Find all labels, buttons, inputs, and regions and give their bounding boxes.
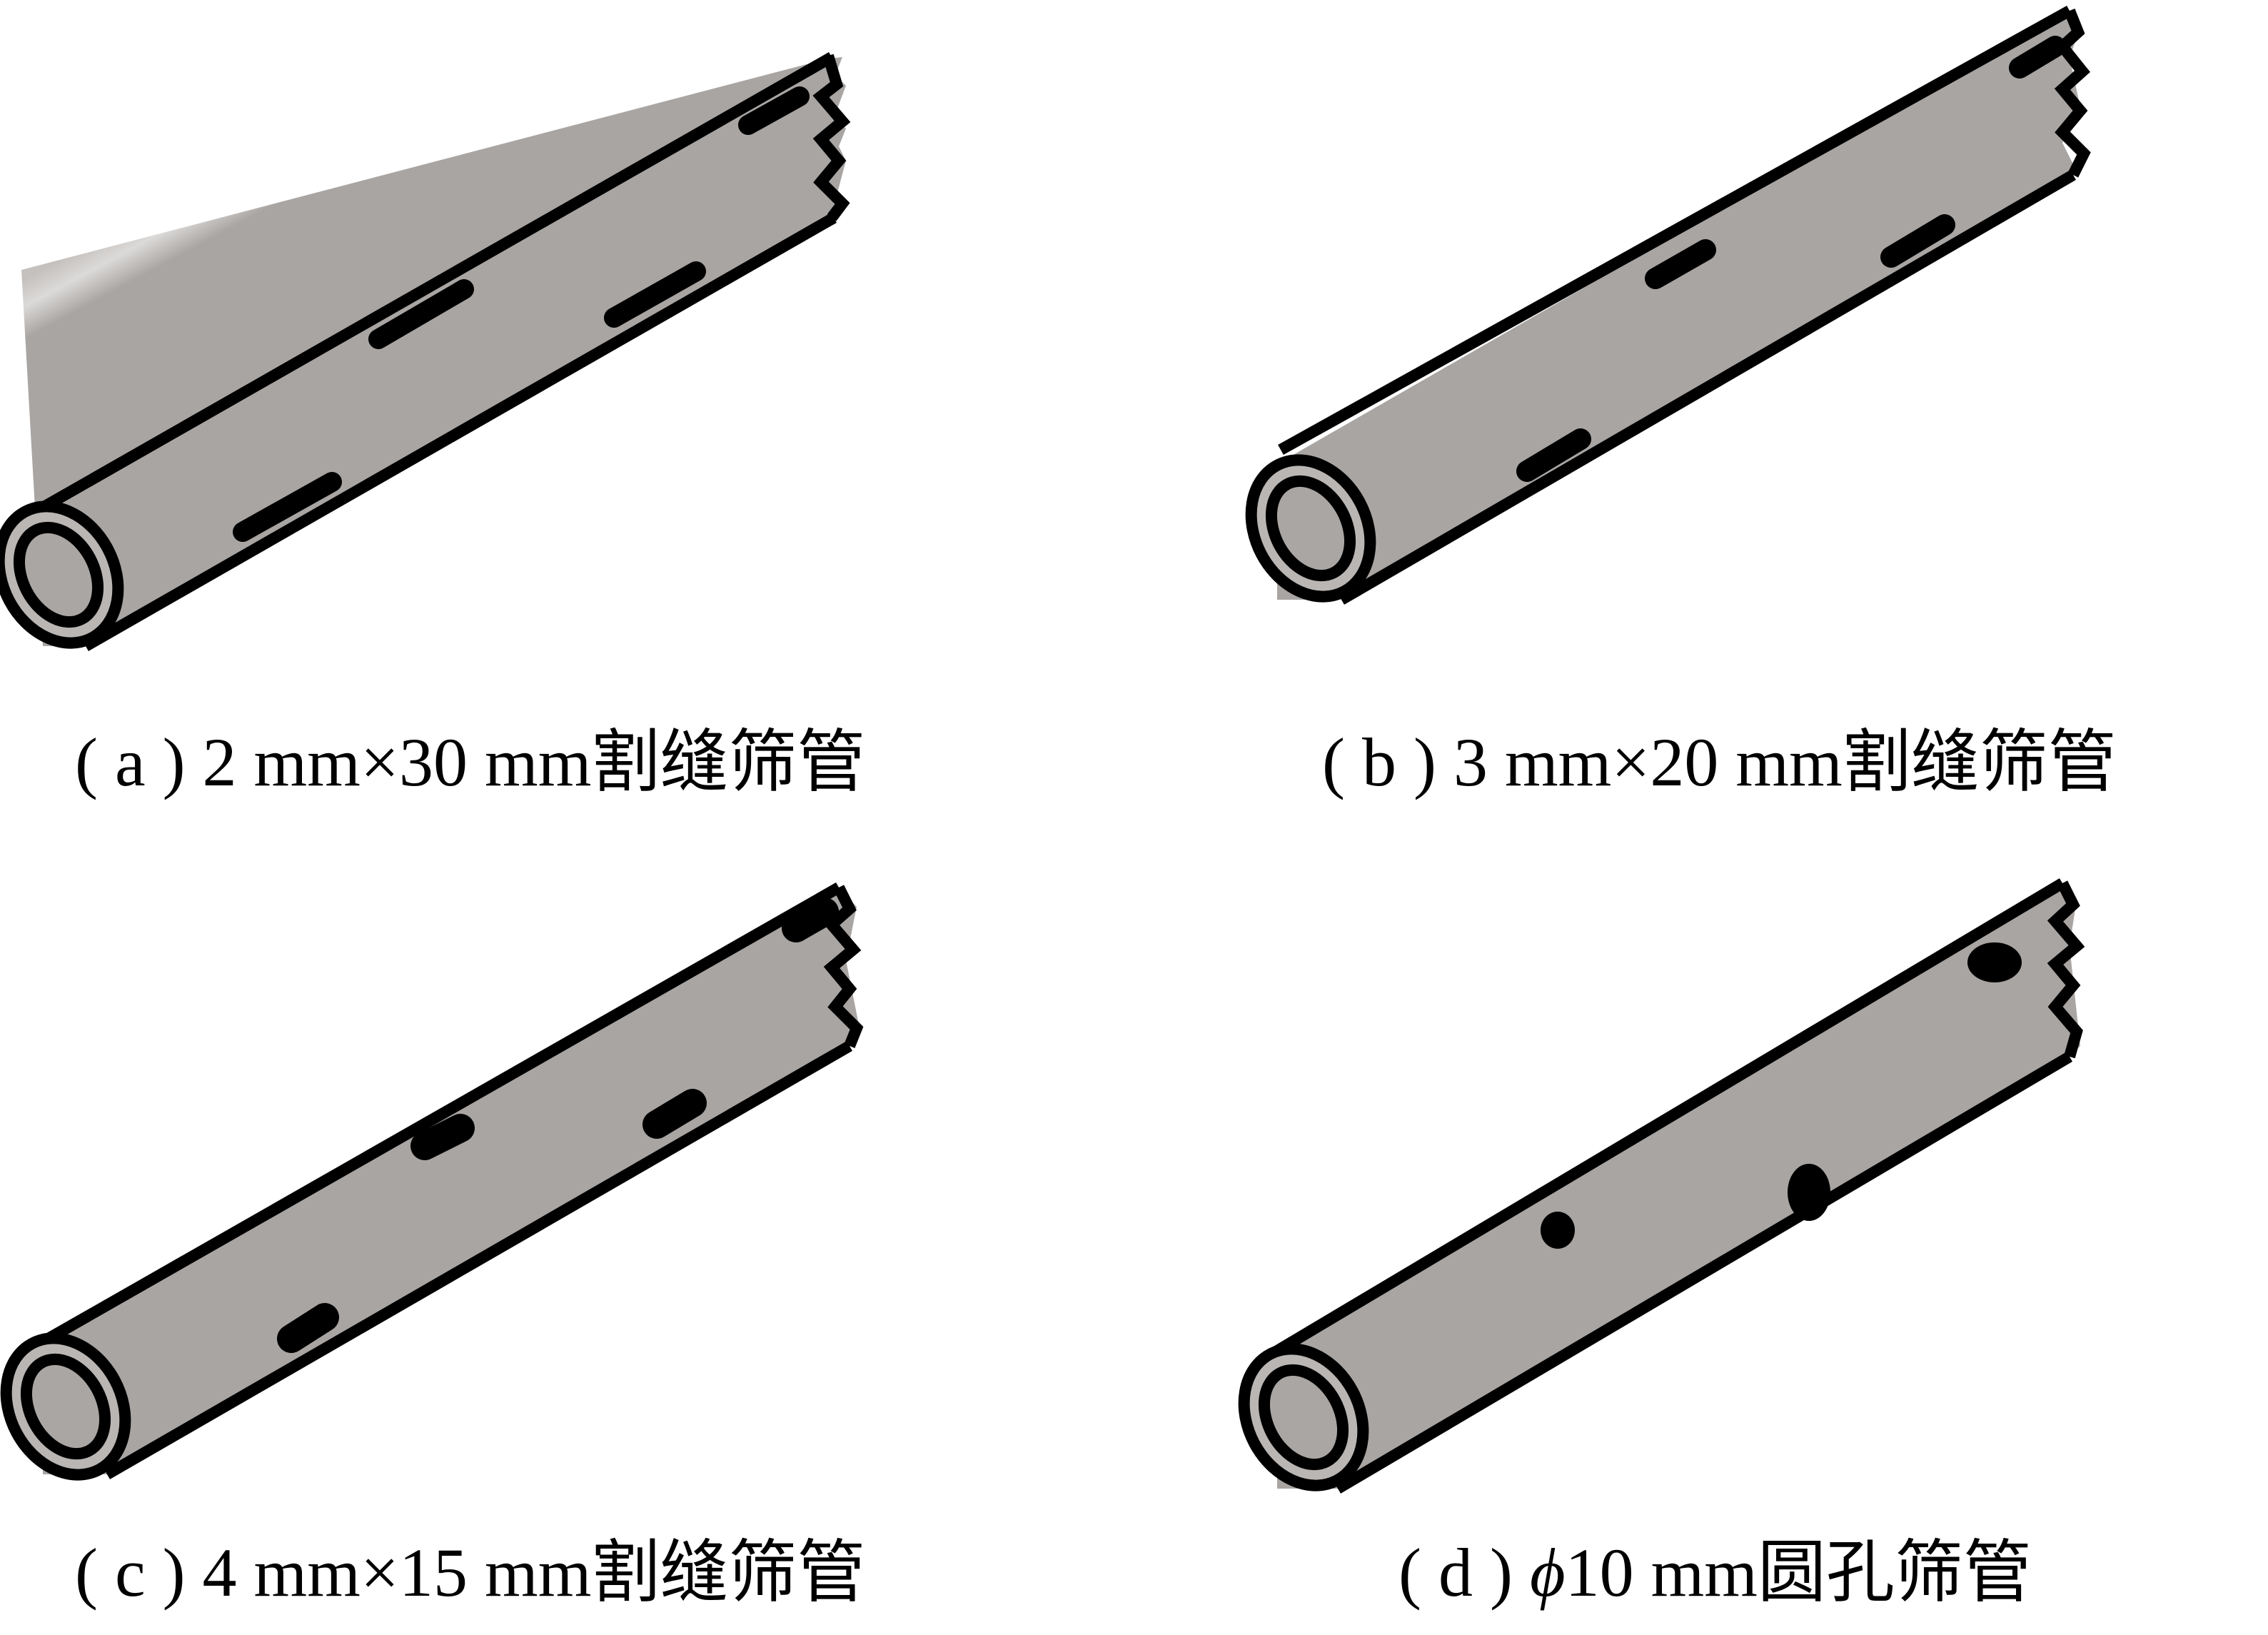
pipe-a-top-edge <box>22 52 835 523</box>
slot <box>604 261 706 328</box>
pipe-d-bottom-edge <box>1334 1052 2073 1494</box>
caption-d: ( d ) ϕ10 mm圆孔筛管 <box>1398 1539 2032 1607</box>
pipe-c-top-edge <box>33 882 842 1351</box>
slot <box>1645 239 1716 289</box>
slot <box>368 279 474 349</box>
caption-d-prefix: ( d ) <box>1398 1534 1530 1611</box>
caption-b: ( b ) 3 mm×20 mm割缝筛管 <box>1322 724 2117 800</box>
caption-c: ( c ) 4 mm×15 mm割缝筛管 <box>75 1534 866 1611</box>
pipe-d-top-edge <box>1270 878 2066 1358</box>
pipe-b-top-edge <box>1278 6 2072 455</box>
pipe-c-slots <box>277 897 839 1353</box>
pipe-a-bottom-edge <box>83 213 837 651</box>
round-hole <box>1541 1212 1575 1249</box>
caption-a: ( a ) 2 mm×30 mm割缝筛管 <box>75 724 866 800</box>
pipe-a-diagram <box>0 52 851 651</box>
pipe-b-slots <box>1516 36 2066 482</box>
pipe-b-body <box>1277 11 2080 600</box>
pipe-b-broken-end <box>2054 9 2091 178</box>
pipe-b-bottom-edge <box>1338 170 2077 605</box>
panel-a: ( a ) 2 mm×30 mm割缝筛管 <box>0 0 1134 818</box>
slot <box>1516 428 1591 482</box>
panel-c: ( c ) 4 mm×15 mm割缝筛管 <box>0 818 1134 1635</box>
pipe-c-end-inner <box>20 1353 111 1460</box>
round-hole <box>1788 1164 1830 1221</box>
pipe-d-round-holes <box>1541 942 2022 1249</box>
pipe-b-diagram <box>1245 6 2091 605</box>
pipe-c-bottom-edge <box>104 1041 852 1479</box>
pipe-a-slots <box>233 86 810 542</box>
slot <box>410 1114 475 1160</box>
round-hole <box>1967 942 2022 982</box>
pipe-c-body <box>43 887 860 1474</box>
pipe-c-diagram <box>0 882 864 1481</box>
caption-d-phi-symbol: ϕ <box>1529 1534 1566 1611</box>
slot <box>277 1303 339 1353</box>
pipe-a-end-inner <box>13 521 104 628</box>
slot <box>642 1089 707 1139</box>
slot <box>1880 214 1955 268</box>
panel-b: ( b ) 3 mm×20 mm割缝筛管 <box>1134 0 2268 818</box>
slot <box>738 86 810 135</box>
caption-d-suffix: 10 mm圆孔筛管 <box>1565 1534 2032 1611</box>
pipe-d-body <box>1277 883 2080 1489</box>
panel-d: ( d ) ϕ10 mm圆孔筛管 <box>1134 818 2268 1635</box>
pipe-d-diagram <box>1238 878 2085 1494</box>
slot <box>233 472 342 542</box>
slot <box>2009 36 2066 79</box>
pipe-a-body <box>21 57 846 646</box>
pipe-c-broken-end <box>823 885 864 1048</box>
slot <box>782 897 839 942</box>
pipe-d-broken-end <box>2047 880 2085 1059</box>
pipe-a-broken-end <box>812 54 851 221</box>
pipe-d-end-inner <box>1258 1364 1349 1471</box>
pipe-b-end-inner <box>1265 475 1356 582</box>
